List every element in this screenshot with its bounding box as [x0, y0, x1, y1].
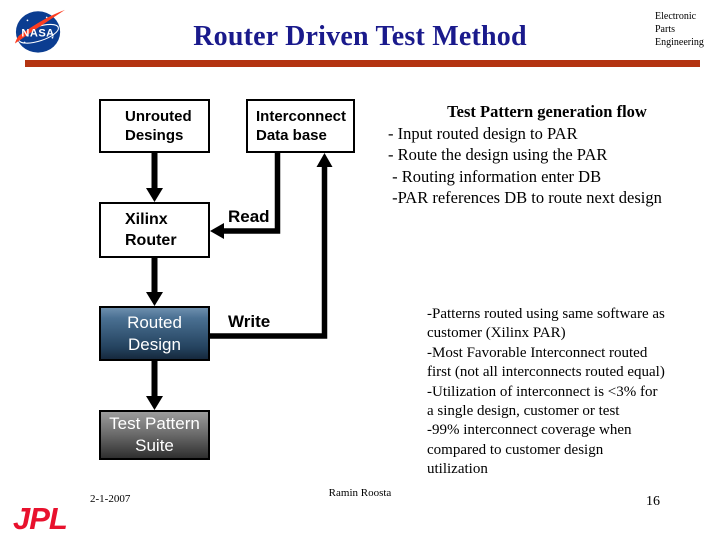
flow-box-routed-design: Routed Design — [99, 306, 210, 361]
flow-box-xilinx-router: Xilinx Router — [99, 202, 210, 258]
nasa-globe — [15, 11, 61, 53]
nasa-logo-text: NASA — [21, 27, 54, 39]
nasa-logo-icon: NASA — [14, 9, 65, 53]
flow-box-test-pattern-suite: Test Pattern Suite — [99, 410, 210, 460]
jpl-logo-text: JPL — [13, 501, 67, 536]
title-rule — [25, 60, 700, 67]
arrow-read-db-to-router — [210, 151, 281, 239]
footer-author: Ramin Roosta — [328, 487, 392, 499]
flow-description-block: Test Pattern generation flow - Input rou… — [388, 101, 706, 209]
arrow-write-design-to-db — [210, 153, 333, 339]
flow-box-interconnect-database: Interconnect Data base — [246, 99, 355, 153]
edge-label-read: Read — [228, 207, 270, 226]
flow-heading: Test Pattern generation flow — [447, 102, 647, 121]
page-title: Router Driven Test Method — [193, 21, 527, 52]
arrow-xilinx-to-routed — [146, 258, 163, 306]
arrow-routed-to-testpattern — [146, 361, 163, 410]
arrow-unrouted-to-xilinx — [146, 153, 163, 202]
footer-date: 2-1-2007 — [90, 493, 131, 505]
notes-block: -Patterns routed using same software as … — [427, 306, 665, 478]
jpl-logo-icon: JPL — [13, 501, 68, 536]
edge-label-write: Write — [228, 312, 271, 331]
org-label: Electronic Parts Engineering — [655, 11, 704, 48]
flow-connectors — [146, 151, 333, 410]
flow-bullets: - Input routed design to PAR - Route the… — [388, 124, 662, 208]
page-number: 16 — [646, 494, 660, 509]
flowchart: Unrouted Desings Interconnect Data base … — [88, 88, 360, 473]
flow-box-unrouted-designs: Unrouted Desings — [99, 99, 210, 153]
